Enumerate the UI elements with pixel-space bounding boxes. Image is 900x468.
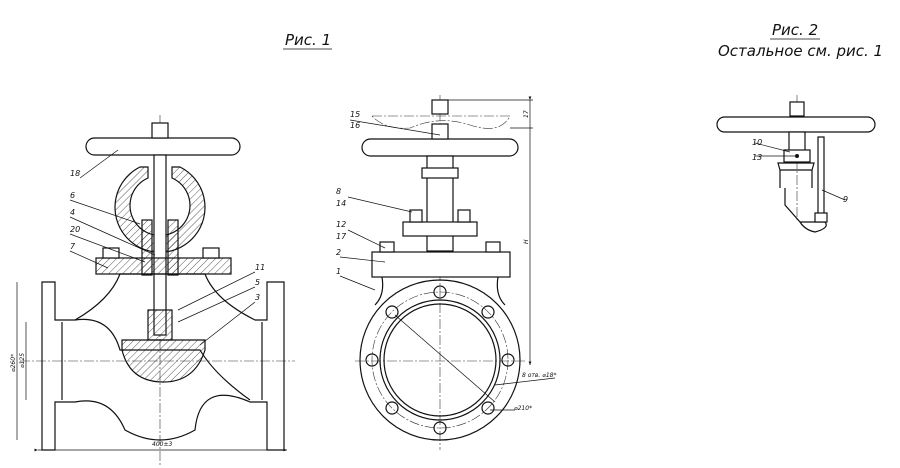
part-label-18: 18 [70,169,80,178]
part-label-3: 3 [255,293,260,302]
part-label-15: 15 [350,110,360,119]
top-dimension: 17 [523,110,530,118]
part-label-2: 2 [336,248,341,257]
part-label-5: 5 [255,278,260,287]
part-label-7: 7 [70,242,76,251]
part-label-20: 20 [70,225,80,234]
svg-text:Рис. 1: Рис. 1 [285,31,331,49]
handwheel [85,137,241,156]
part-label-9: 9 [843,195,848,204]
part-label-16: 16 [350,121,360,130]
part-label-11: 11 [255,263,265,272]
part-label-14: 14 [336,199,346,208]
length-dimension: 400±3 [152,441,172,448]
part-label-10: 10 [752,138,762,147]
holes-dimension: 8 отв. ⌀18* [522,372,557,379]
svg-text:Остальное см. рис. 1: Остальное см. рис. 1 [718,42,883,60]
side-view: 17 H 8 отв. ⌀18* ⌀210* 15 16 8 14 12 17 … [336,95,557,450]
part-label-8: 8 [336,187,341,196]
height-dimension: H [523,239,530,244]
part-label-13: 13 [752,153,762,162]
figure2-title: Рис. 2 Остальное см. рис. 1 [718,21,883,60]
part-label-4: 4 [70,208,75,217]
part-label-6: 6 [70,191,75,200]
handwheel-fig2 [716,116,876,133]
part-label-1: 1 [336,267,341,276]
bolt-circle-dimension: ⌀210* [514,405,532,412]
flange-diameter-dimension: ⌀260* [10,354,17,372]
figure2-view: 10 13 9 [716,95,876,233]
figure1-title: Рис. 1 [283,31,332,50]
part-label-12: 12 [336,220,346,229]
svg-text:Рис. 2: Рис. 2 [772,21,818,39]
section-view: 400±3 ⌀260* ⌀125 18 6 4 20 7 11 5 3 [10,115,295,465]
part-label-17: 17 [336,232,347,241]
bore-diameter-dimension: ⌀125 [19,353,26,368]
handwheel-side [361,138,519,157]
